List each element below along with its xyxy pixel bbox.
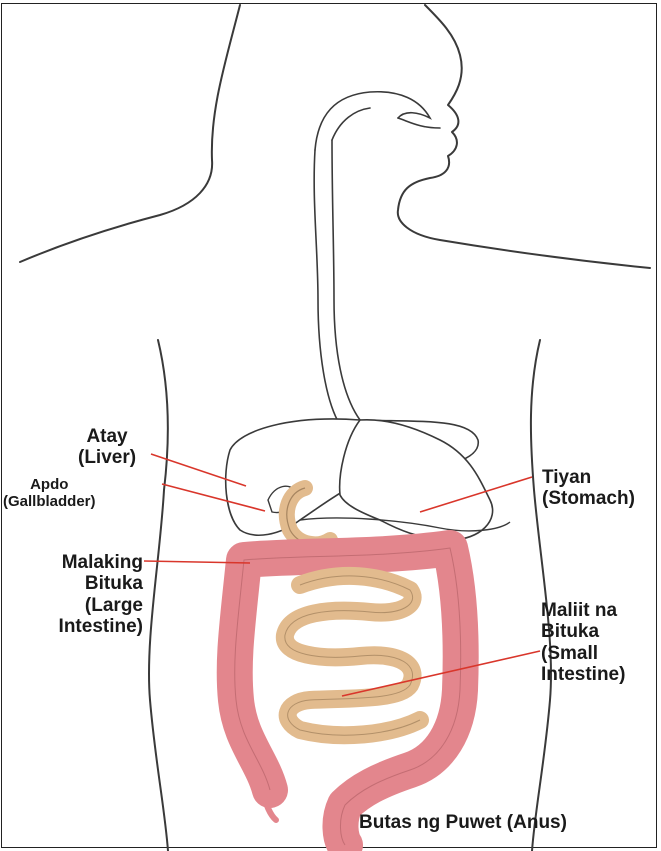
small-intestine [285, 576, 420, 735]
face-profile [398, 5, 650, 268]
label-stomach: Tiyan (Stomach) [542, 467, 635, 510]
left-torso [149, 340, 168, 851]
right-torso [531, 340, 551, 851]
pharynx [332, 108, 370, 140]
label-large-intestine: Malaking Bituka (Large Intestine) [18, 552, 143, 637]
label-liver: Atay (Liver) [78, 426, 136, 469]
label-gallbladder: Apdo (Gallbladder) [3, 477, 96, 511]
label-anus: Butas ng Puwet (Anus) [359, 812, 567, 833]
label-small-intestine: Maliit na Bituka (Small Intestine) [541, 600, 625, 685]
esophagus-right [332, 140, 360, 420]
head-outline [20, 5, 240, 262]
tongue [398, 118, 440, 128]
esophagus-left [314, 150, 340, 425]
